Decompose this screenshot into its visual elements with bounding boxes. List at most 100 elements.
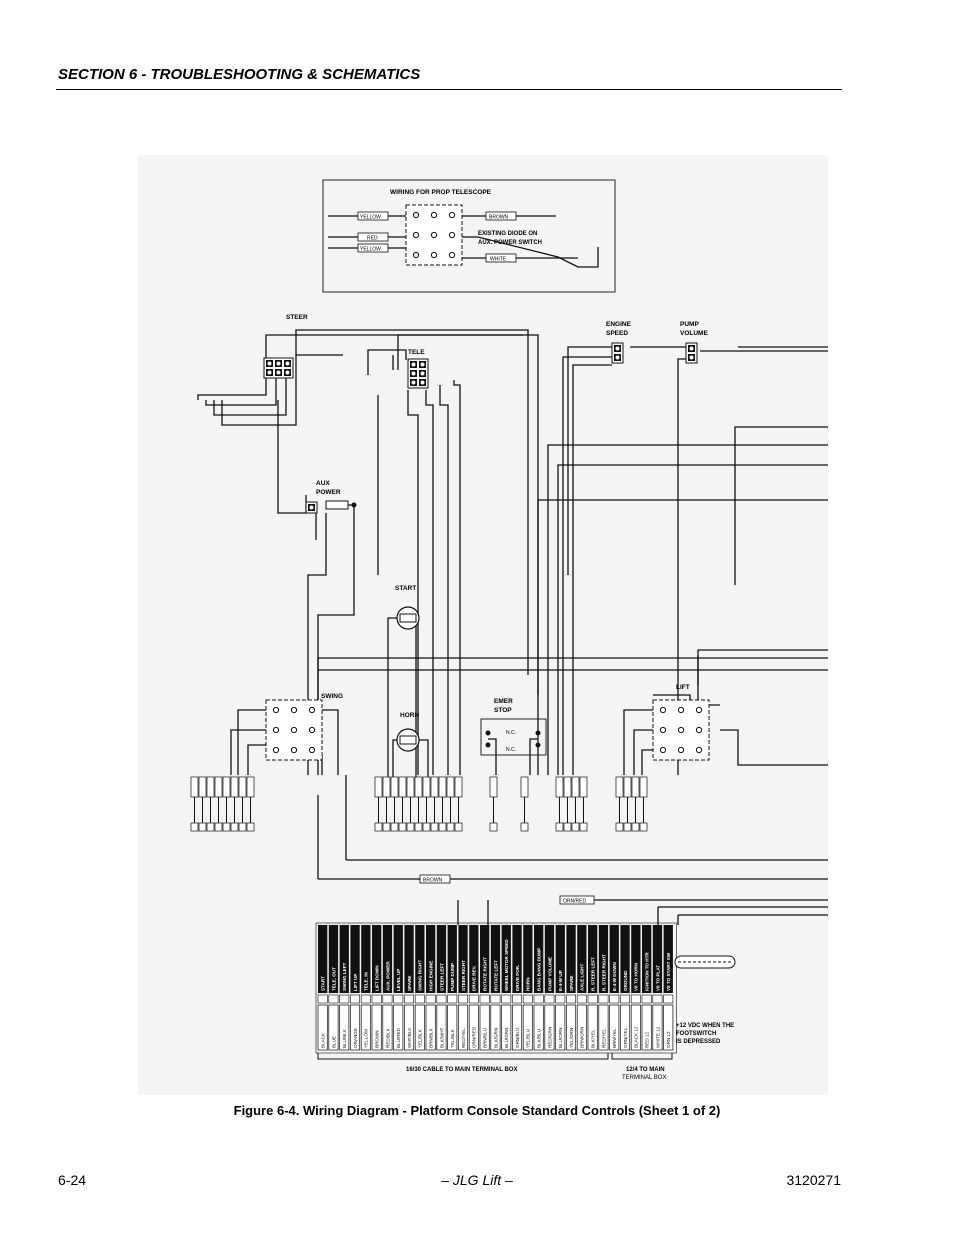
terminal-8-wire-color: BLU/RED	[396, 1027, 401, 1048]
terminal-7-wire-box	[382, 1004, 393, 1051]
aux-power-connector-pin-hole	[309, 505, 314, 510]
terminal-19-number-box	[512, 994, 522, 1004]
prop-telescope-switch-pin	[412, 251, 420, 259]
terminal-15-label-block	[469, 925, 479, 993]
swing-wire-tags-terminal	[238, 822, 247, 832]
wire-tag-white-text: WHITE	[490, 257, 507, 263]
existing-diode-label-2: AUX. POWER SWITCH	[478, 240, 542, 246]
terminal-21-number-box	[533, 994, 544, 1004]
terminal-30-wire-color: BLACK 12	[634, 1026, 639, 1048]
terminal-24-wire-color: YEL/ORN	[569, 1028, 574, 1048]
terminal-17-function: ROTATE LEFT	[493, 960, 498, 991]
terminal-20-label-block	[523, 925, 533, 993]
terminal-16-function: ROTATE RIGHT	[483, 957, 488, 991]
terminal-31-label-block	[642, 925, 652, 993]
terminal-2-wire-color: BLUE	[331, 1036, 336, 1048]
wire-39	[387, 617, 400, 795]
terminal-25-wire-box	[576, 1004, 587, 1051]
terminal-27-number-box	[598, 994, 609, 1004]
lift-wire-tags	[615, 776, 648, 832]
horn-wire-tags-tag	[398, 776, 407, 798]
terminal-20-function: HORN	[526, 977, 531, 991]
engine-wire-tags-tag	[555, 776, 564, 798]
wire-55	[633, 729, 653, 775]
terminal-3-function: SWING LEFT	[342, 962, 347, 991]
terminal-12-label-block	[436, 925, 447, 993]
terminal-3-wire-box	[339, 1004, 350, 1051]
swing-switch-pin	[290, 726, 298, 734]
terminal-29-wire-box	[620, 1004, 631, 1051]
horn-wire-tags-terminal	[446, 822, 455, 832]
swing-wire-tags-tag	[198, 776, 207, 798]
terminal-23-wire-color: BLU/ORN	[558, 1028, 563, 1048]
terminal-20-wire-box	[522, 1004, 533, 1051]
terminal-11-number-box	[425, 994, 436, 1004]
prop-telescope-switch-pin	[430, 211, 438, 219]
terminal-24-wire-box	[566, 1004, 577, 1051]
horn-wire-tags-tag	[438, 776, 447, 798]
swing-wire-tags-tag	[222, 776, 231, 798]
cable-12-4-label-2: TERMINAL BOX	[622, 1075, 666, 1081]
wire-10	[205, 365, 277, 406]
terminal-5-wire-color: YELLOW	[364, 1028, 369, 1048]
terminal-26-wire-box	[587, 1004, 598, 1051]
terminal-4-number-box	[350, 994, 360, 1004]
terminal-33-wire-color: ORN 12	[666, 1031, 671, 1048]
engine-wire-tags-tag	[563, 776, 572, 798]
swing-wire-tags-terminal	[214, 822, 223, 832]
terminal-8-label-block	[393, 925, 403, 993]
wire-30	[734, 426, 828, 585]
emer-stop-contact	[485, 730, 491, 736]
emer-wire-tag-1	[489, 776, 498, 832]
emer-stop-contact	[535, 742, 541, 748]
lift-switch-pin	[695, 746, 703, 754]
terminal-24-function: SPARE	[569, 976, 574, 992]
terminal-23-label-block	[555, 925, 565, 993]
lift-label: LIFT	[676, 684, 690, 691]
terminal-29-label-block	[620, 925, 630, 993]
terminal-15-number-box	[468, 994, 479, 1004]
steer-connector-pin-hole	[276, 361, 281, 366]
terminal-27-wire-color: RED/YEL	[601, 1028, 606, 1048]
horn-wire-tags-terminal	[382, 822, 391, 832]
wire-24	[562, 356, 620, 775]
wire-38	[307, 513, 327, 775]
terminal-5-label-block	[361, 925, 371, 993]
engine-wire-tags-tag	[579, 776, 588, 798]
terminal-11-wire-color: BRN/BLK	[429, 1027, 434, 1048]
swing-switch-pin	[272, 746, 280, 754]
terminal-18-wire-box	[501, 1004, 512, 1051]
wire-56	[641, 749, 653, 775]
terminal-10-label-block	[415, 925, 425, 993]
terminal-28-function: E-4-W DOWN	[612, 961, 617, 991]
terminal-10-function: SWING RIGHT	[418, 960, 423, 991]
lift-switch-pin	[677, 726, 685, 734]
terminal-18-label-block	[501, 925, 511, 993]
pump-volume-connector	[685, 342, 698, 364]
nc-label-lower: N.C.	[506, 747, 516, 753]
wire-52	[529, 738, 538, 775]
terminal-19-function: DRIVE FOR.	[515, 965, 520, 991]
horn-wire-tags-tag	[406, 776, 415, 798]
swing-switch-pin	[308, 706, 316, 714]
terminal-1-function: START	[321, 976, 326, 991]
terminal-29-function: GROUND	[623, 970, 628, 991]
engine-speed-connector-pin-hole	[615, 346, 620, 351]
terminal-27-function: R. STEER RIGHT	[601, 954, 606, 991]
emer-stop-contact	[485, 742, 491, 748]
wiring-diagram-figure: WIRING FOR PROP TELESCOPE EXISTING DIODE…	[138, 155, 828, 1095]
terminal-22-function: PUMP VOLUME	[547, 957, 552, 991]
prop-telescope-switch-pin	[430, 231, 438, 239]
terminal-8-number-box	[393, 994, 404, 1004]
wire-28	[677, 358, 686, 775]
wire-47	[230, 729, 278, 775]
terminal-23-wire-box	[555, 1004, 566, 1051]
terminal-4-label-block	[350, 925, 360, 993]
swing-wire-tags-terminal	[198, 822, 207, 832]
cable-16-30-brace	[317, 1053, 609, 1060]
terminal-11-function: HIGH ENGINE	[429, 961, 434, 991]
terminal-9-label-block	[404, 925, 414, 993]
terminal-19-wire-color: ORN/BLU	[515, 1028, 520, 1048]
lift-wire-tags-terminal	[639, 822, 648, 832]
terminal-3-number-box	[339, 994, 350, 1004]
